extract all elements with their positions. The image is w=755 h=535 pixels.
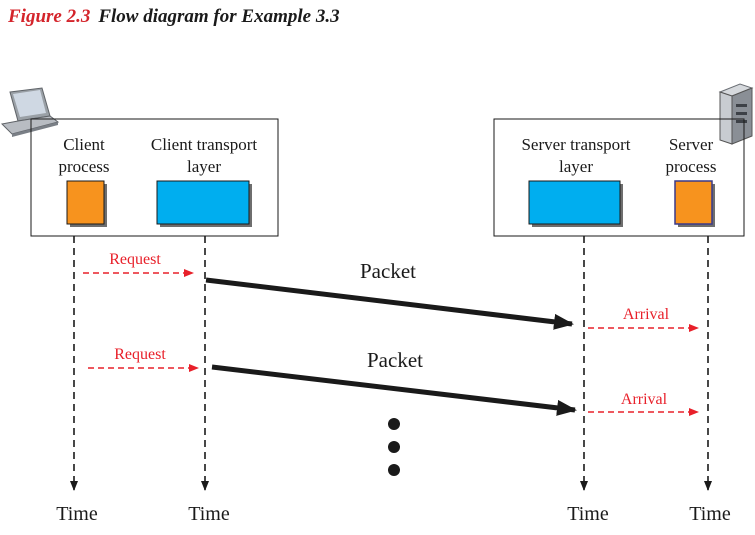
packet-label-2: Packet	[367, 348, 423, 372]
client-transport-label: Client transport	[151, 135, 258, 154]
ellipsis-dots-icon	[388, 418, 400, 476]
request-label-2: Request	[114, 346, 166, 363]
figure-number: Figure 2.3	[8, 6, 91, 27]
packet-arrow-1	[205, 277, 574, 330]
time-label-server-process: Time	[689, 503, 731, 525]
time-label-server-transport: Time	[567, 503, 609, 525]
time-label-client-transport: Time	[188, 503, 230, 525]
arrival-label-1: Arrival	[623, 306, 670, 323]
server-transport-box	[528, 180, 621, 225]
client-process-box	[66, 180, 105, 225]
server-process-box	[674, 180, 713, 225]
figure-caption: Figure 2.3 Flow diagram for Example 3.3	[8, 6, 340, 28]
server-process-label-2: process	[666, 157, 717, 176]
time-label-client-process: Time	[56, 503, 98, 525]
laptop-icon	[0, 87, 60, 137]
arrival-label-2: Arrival	[621, 391, 668, 408]
packet-label-1: Packet	[360, 259, 416, 283]
server-transport-label: Server transport	[521, 135, 630, 154]
client-process-label-2: process	[59, 157, 110, 176]
packet-arrow-2	[211, 364, 577, 416]
server-process-label: Server	[669, 135, 714, 154]
client-process-label: Client	[63, 135, 105, 154]
client-transport-box	[156, 180, 250, 225]
server-tower-icon	[718, 83, 754, 145]
figure-title: Flow diagram for Example 3.3	[98, 6, 340, 27]
client-transport-label-2: layer	[187, 157, 221, 176]
client-frame	[30, 118, 279, 237]
server-transport-label-2: layer	[559, 157, 593, 176]
request-label-1: Request	[109, 251, 161, 268]
server-frame	[493, 118, 745, 237]
